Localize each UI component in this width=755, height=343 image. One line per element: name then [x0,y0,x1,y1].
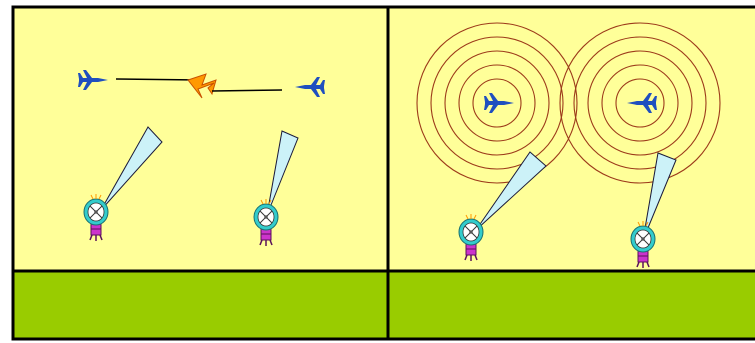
sky-right [389,7,755,271]
panel-left [13,7,387,339]
ground-left [13,271,387,339]
datalink-line-right [212,90,282,91]
ground-right [389,271,755,339]
sky-left [13,7,387,271]
panel-right [389,7,755,339]
